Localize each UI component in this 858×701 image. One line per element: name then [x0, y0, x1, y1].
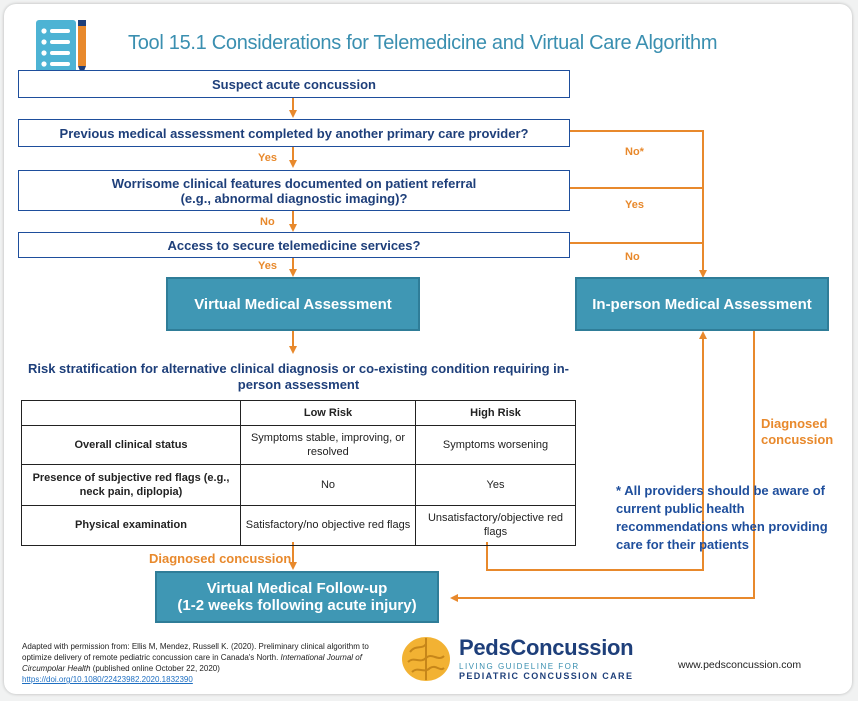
table-cell: Symptoms worsening: [415, 425, 576, 466]
risk-heading: Risk stratification for alternative clin…: [27, 361, 570, 392]
step-suspect-concussion: Suspect acute concussion: [18, 70, 570, 98]
brand-tagline-2: PEDIATRIC CONCUSSION CARE: [459, 671, 634, 681]
citation-tail: (published online October 22, 2020): [90, 664, 220, 673]
label-yes-previous: Yes: [258, 152, 277, 164]
table-cell: Presence of subjective red flags (e.g., …: [21, 464, 241, 506]
virtual-assessment-box: Virtual Medical Assessment: [166, 277, 420, 331]
label-yes-access: Yes: [258, 260, 277, 272]
followup-title: Virtual Medical Follow-up: [206, 580, 388, 597]
citation-text: Adapted with permission from: Ellis M, M…: [22, 642, 369, 662]
followup-box: Virtual Medical Follow-up (1-2 weeks fol…: [155, 571, 439, 623]
table-header-cell: High Risk: [415, 399, 576, 427]
page-title: Tool 15.1 Considerations for Telemedicin…: [128, 32, 718, 54]
table-cell: Overall clinical status: [21, 425, 241, 466]
label-no-worrisome: No: [260, 216, 275, 228]
table-cell: Yes: [415, 464, 576, 506]
brand-name: PedsConcussion: [459, 635, 634, 660]
arrow-highrisk-inperson: [486, 331, 707, 571]
followup-subtitle: (1-2 weeks following acute injury): [177, 597, 417, 614]
label-yes-right: Yes: [625, 199, 644, 211]
table-row: Physical examination Satisfactory/no obj…: [21, 504, 576, 547]
brand-tagline-1: LIVING GUIDELINE FOR: [459, 662, 580, 671]
label-diagnosed-right: Diagnosed concussion: [761, 416, 834, 447]
brand-block: PedsConcussion LIVING GUIDELINE FOR PEDI…: [459, 635, 634, 681]
citation: Adapted with permission from: Ellis M, M…: [22, 641, 372, 685]
table-row: Presence of subjective red flags (e.g., …: [21, 464, 576, 506]
risk-table: Low Risk High Risk Overall clinical stat…: [21, 399, 576, 547]
table-header-row: Low Risk High Risk: [21, 399, 576, 427]
table-cell: Satisfactory/no objective red flags: [240, 504, 416, 547]
checklist-icon: [36, 20, 76, 74]
table-cell: No: [240, 464, 416, 506]
step-telemedicine-access: Access to secure telemedicine services?: [18, 232, 570, 258]
table-header-cell: [21, 399, 241, 427]
flow-connectors: [289, 98, 755, 602]
step-previous-assessment: Previous medical assessment completed by…: [18, 119, 570, 147]
label-no-right: No: [625, 251, 640, 263]
table-cell: Physical examination: [21, 504, 241, 547]
label-diagnosed-left: Diagnosed concussion: [149, 551, 292, 566]
algorithm-card: Tool 15.1 Considerations for Telemedicin…: [4, 4, 852, 694]
step-worrisome-features: Worrisome clinical features documented o…: [18, 170, 570, 211]
brain-logo-icon: [402, 637, 450, 681]
citation-journal: International Journal of Circumpolar Hea…: [22, 653, 362, 673]
arrow-inperson-followup: [450, 331, 755, 602]
doi-link[interactable]: https://doi.org/10.1080/22423982.2020.18…: [22, 675, 193, 684]
provider-note: * All providers should be aware of curre…: [616, 483, 828, 552]
table-cell: Unsatisfactory/objective red flags: [415, 504, 576, 547]
inperson-assessment-box: In-person Medical Assessment: [575, 277, 829, 331]
table-row: Overall clinical status Symptoms stable,…: [21, 425, 576, 466]
website-url[interactable]: www.pedsconcussion.com: [678, 659, 802, 671]
table-header-cell: Low Risk: [240, 399, 416, 427]
table-cell: Symptoms stable, improving, or resolved: [240, 425, 416, 466]
label-no-star: No*: [625, 146, 644, 158]
arrow-previous-inperson: [570, 130, 707, 278]
